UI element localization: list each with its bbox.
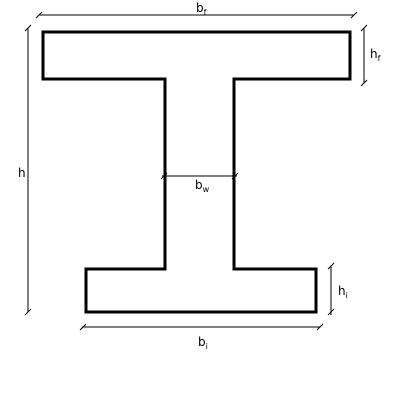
dim-web-width: bw bbox=[160, 172, 239, 194]
dim-bottom-flange-height: hi bbox=[327, 262, 348, 316]
label-flange-height-top: hf bbox=[370, 47, 381, 63]
label-web-width: bw bbox=[195, 178, 210, 194]
label-flange-height-bottom: hi bbox=[338, 284, 348, 300]
dim-top-flange-height: hf bbox=[360, 24, 381, 87]
i-beam-outline bbox=[41, 30, 352, 314]
label-total-height: h bbox=[18, 166, 26, 180]
label-flange-width-bottom: bi bbox=[198, 335, 208, 351]
dim-top-flange-width: bf bbox=[35, 1, 358, 19]
label-flange-width-top: bf bbox=[196, 1, 207, 17]
dim-total-height: h bbox=[18, 24, 32, 316]
dim-bottom-flange-width: bi bbox=[79, 323, 324, 351]
